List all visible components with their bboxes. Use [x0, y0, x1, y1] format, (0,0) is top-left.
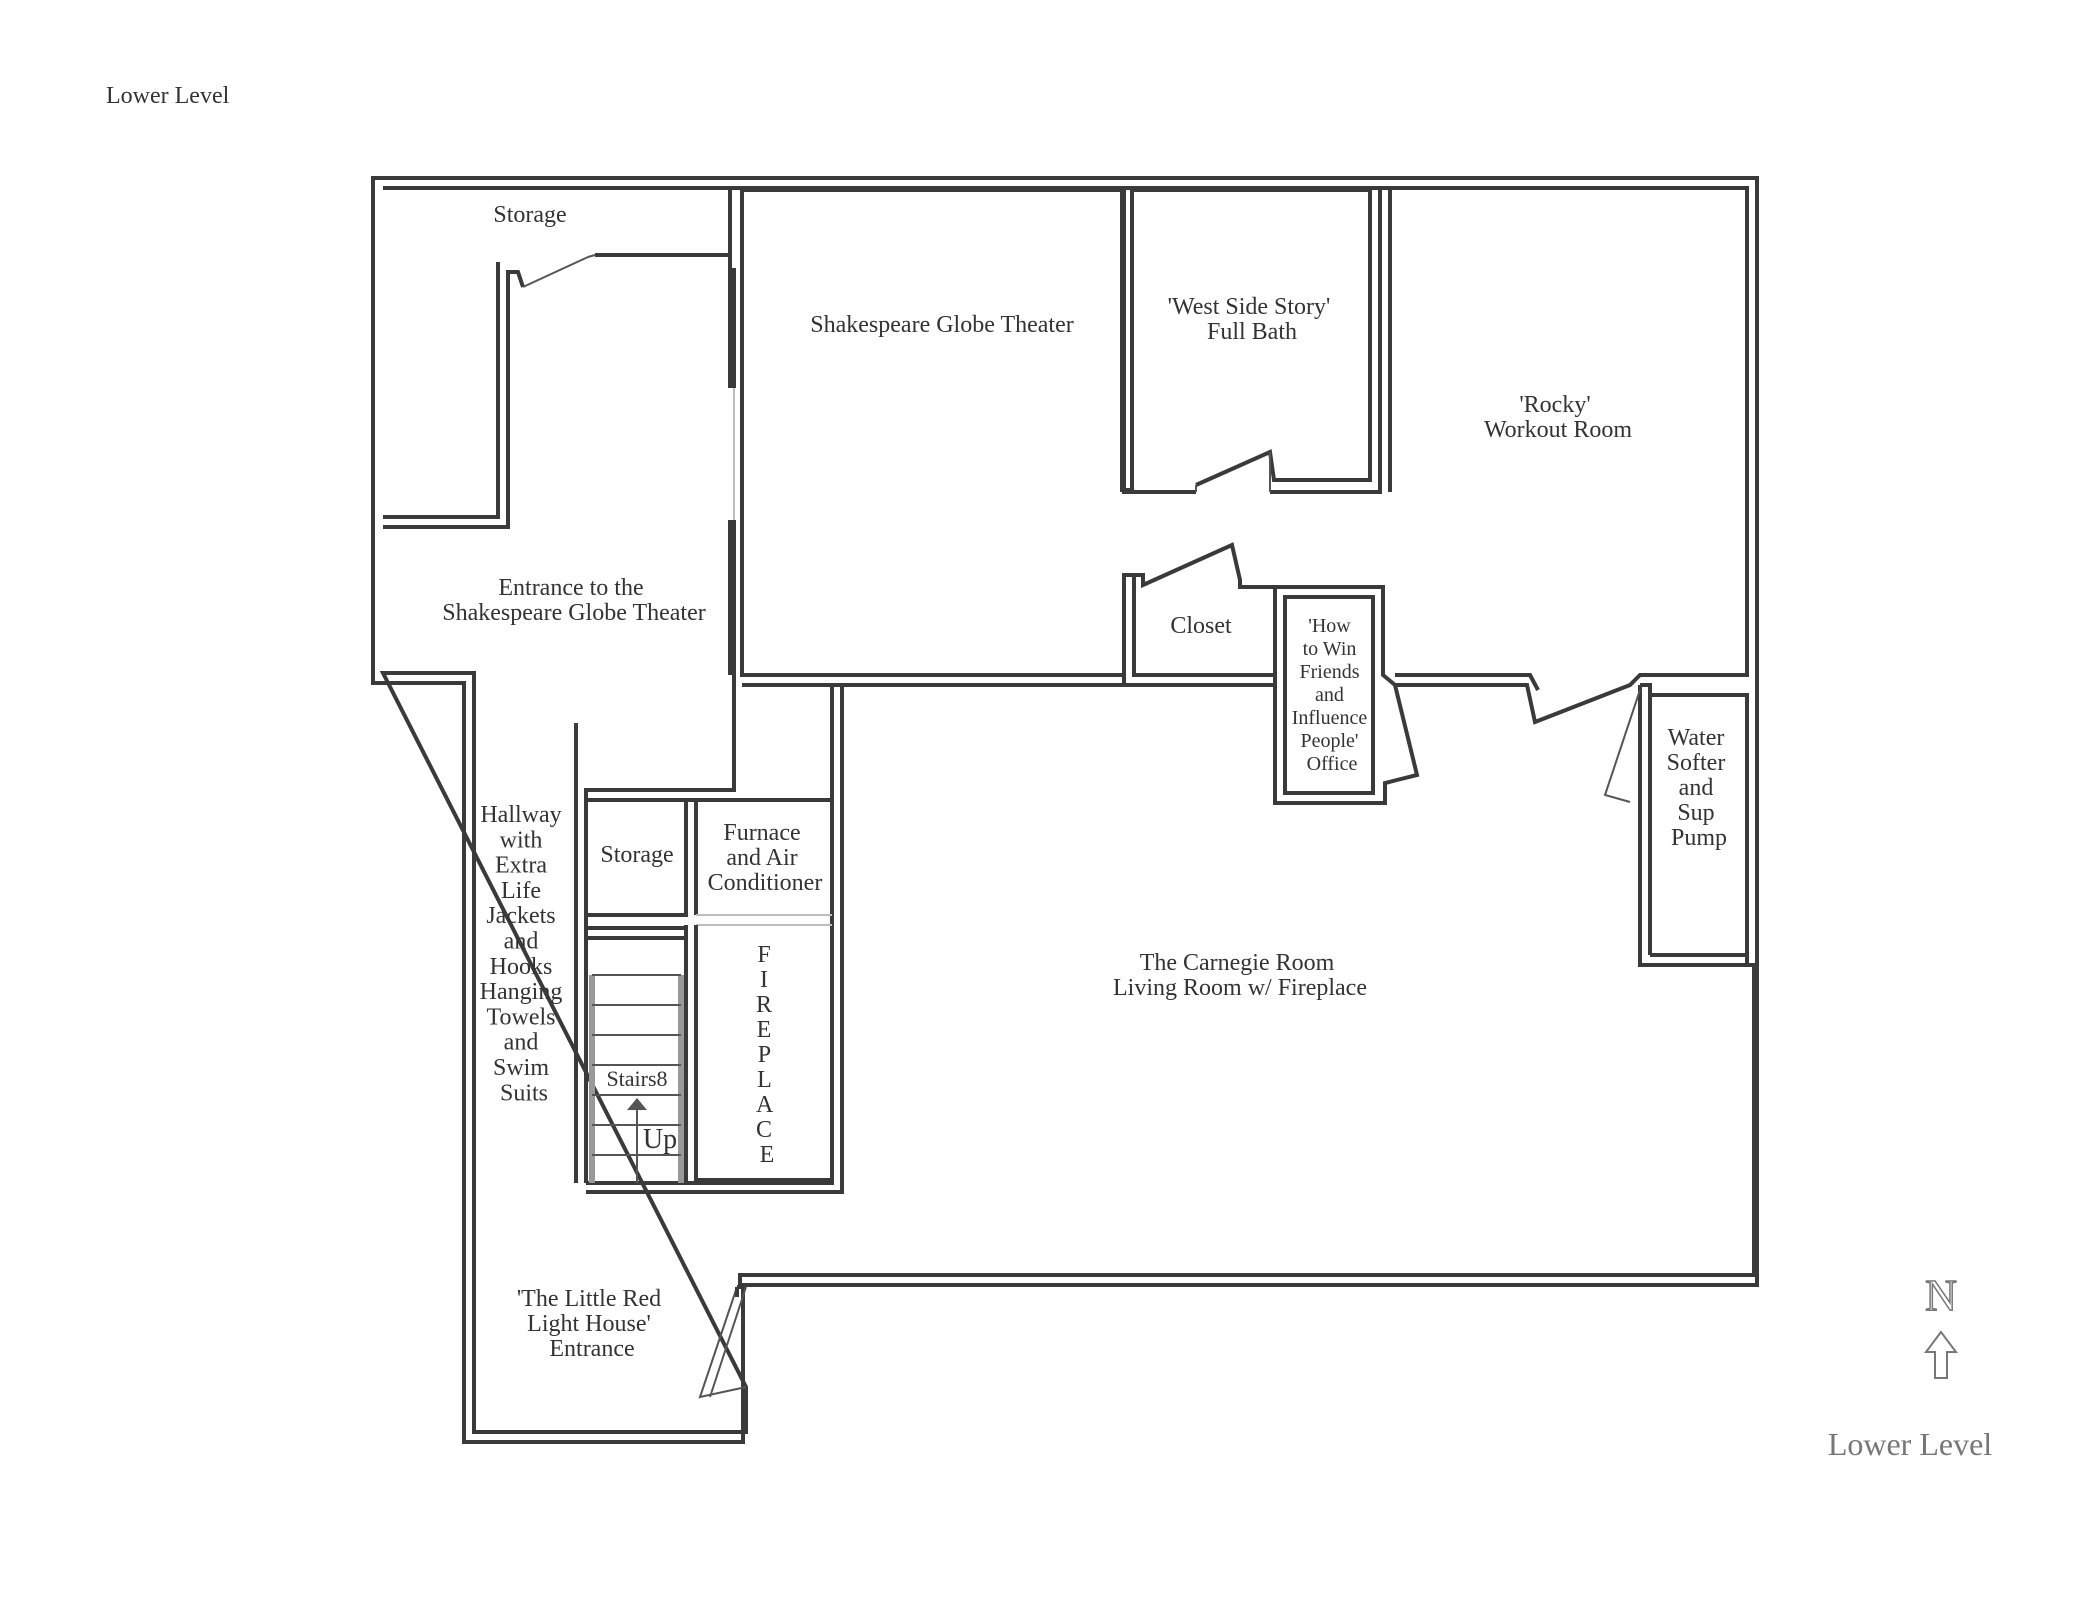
label-carnegie: The Carnegie Room Living Room w/ Firepla…	[1113, 950, 1367, 1001]
label-water: Water Softer and Sup Pump	[1667, 725, 1732, 851]
door-bath	[1195, 452, 1271, 492]
footer-label: Lower Level	[1828, 1426, 1992, 1462]
label-stairs: Stairs8	[606, 1066, 667, 1091]
label-lighthouse: 'The Little Red Light House' Entrance	[517, 1286, 667, 1362]
wall-fireplace	[684, 925, 832, 1183]
wall-storage-mid	[586, 798, 832, 917]
label-storage-top: Storage	[493, 202, 566, 228]
outer-wall	[371, 176, 1759, 1444]
outer-wall-inner	[379, 186, 1756, 1434]
door-storage-top	[522, 254, 596, 288]
label-entrance-theater: Entrance to the Shakespeare Globe Theate…	[442, 575, 705, 626]
wall-storage-top	[383, 186, 732, 529]
label-theater: Shakespeare Globe Theater	[810, 312, 1073, 338]
north-arrow-icon	[1924, 1330, 1958, 1379]
compass: N	[1924, 1270, 1958, 1379]
wall-water	[1638, 683, 1749, 967]
wall-closet	[1132, 542, 1277, 677]
label-storage-mid: Storage	[600, 842, 673, 868]
label-bath: 'West Side Story' Full Bath	[1168, 294, 1337, 345]
label-closet: Closet	[1170, 613, 1232, 639]
label-workout: 'Rocky' Workout Room	[1484, 392, 1632, 443]
stairs-arrow-icon	[627, 1098, 647, 1110]
door-lighthouse	[698, 1286, 747, 1399]
label-hallway: Hallway with Extra Life Jackets and Hook…	[480, 802, 569, 1106]
wall-living-top	[586, 673, 1650, 1194]
label-office: 'How to Win Friends and Influence People…	[1292, 615, 1373, 775]
label-stairs-up: Up	[643, 1124, 677, 1155]
wall-theater	[740, 188, 1134, 677]
wall-workout	[1378, 186, 1747, 492]
label-furnace: Furnace and Air Conditioner	[708, 820, 823, 896]
label-fireplace: F I R E P L A C E	[756, 942, 778, 1168]
page-title: Lower Level	[106, 83, 230, 109]
wall-corridor	[584, 255, 736, 1183]
stairs-treads	[592, 974, 681, 1183]
door-water	[1603, 689, 1641, 803]
divider-furnace	[696, 914, 832, 926]
stairs-outline	[586, 926, 686, 940]
wall-office	[1273, 585, 1420, 805]
compass-letter: N	[1925, 1271, 1957, 1320]
